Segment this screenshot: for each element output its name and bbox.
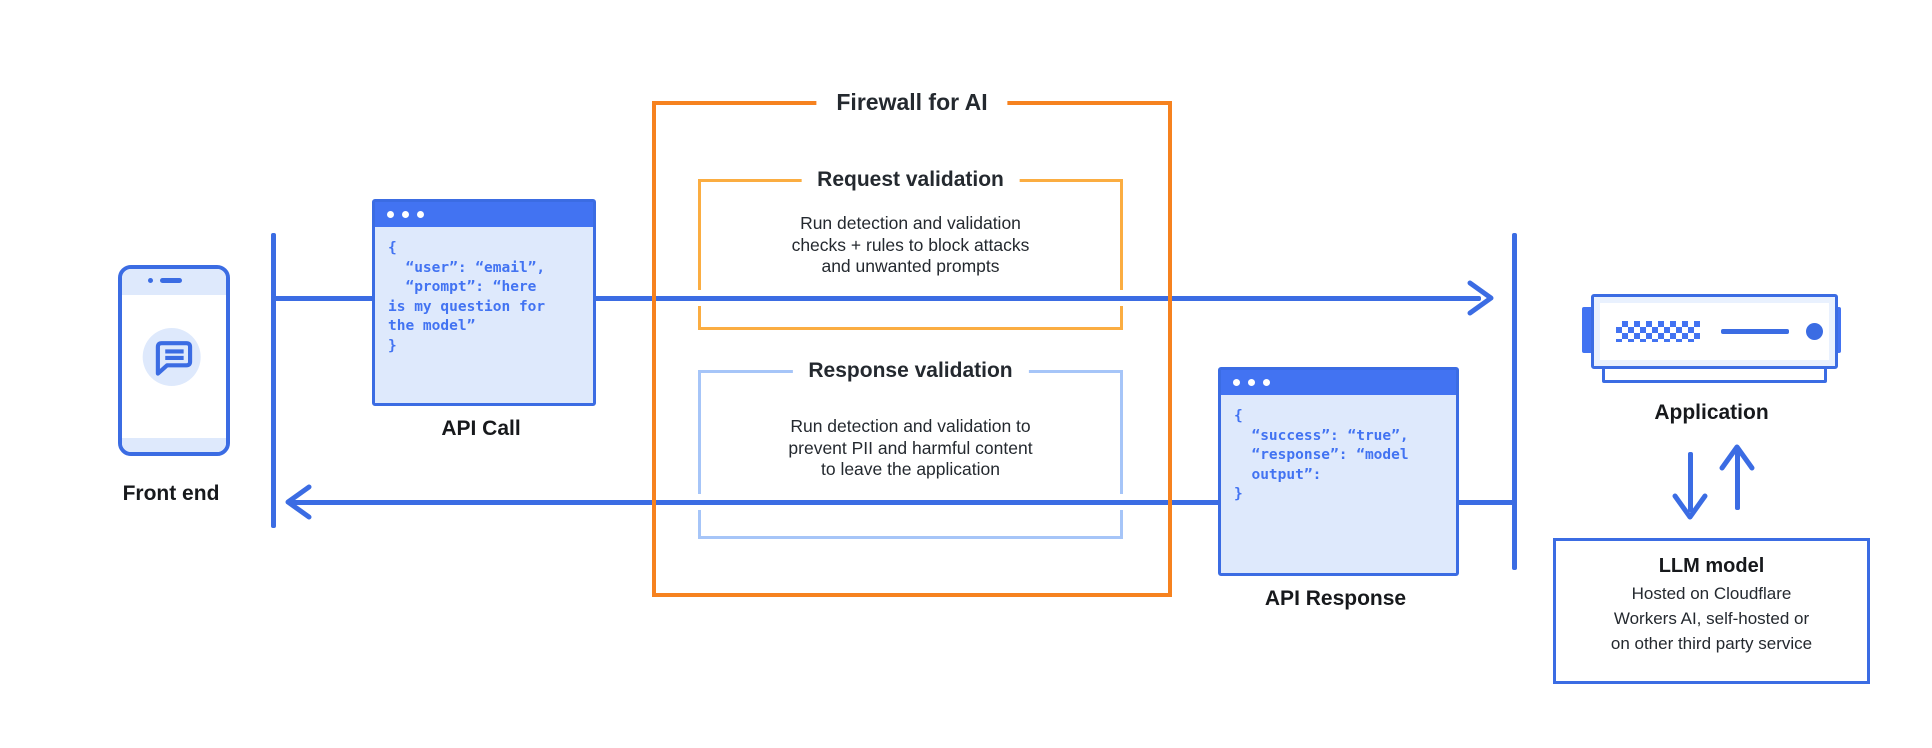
response-arrow-line [292, 500, 1514, 505]
request-arrowhead-right-icon [1467, 280, 1494, 316]
phone-camera-dot [148, 278, 153, 283]
api-response-titlebar [1221, 370, 1456, 395]
phone-bottom-band [122, 438, 226, 452]
server-front-panel [1600, 303, 1829, 360]
window-dot-icon [402, 211, 409, 218]
llm-to-app-arrowhead-up-icon [1719, 444, 1755, 471]
request-validation-bracket: Request validation Run detection and val… [698, 168, 1123, 330]
window-dot-icon [1263, 379, 1270, 386]
front-end-phone-icon [118, 265, 230, 456]
window-dot-icon [417, 211, 424, 218]
llm-model-title: LLM model [1658, 555, 1765, 577]
response-validation-description: Run detection and validation to prevent … [788, 416, 1033, 479]
response-arrowhead-left-icon [285, 484, 312, 520]
app-to-llm-arrowhead-down-icon [1672, 493, 1708, 520]
application-server-icon [1591, 294, 1838, 369]
application-boundary-bar [1512, 233, 1517, 570]
window-dot-icon [387, 211, 394, 218]
response-validation-bracket: Response validation Run detection and va… [698, 359, 1123, 539]
application-label: Application [1654, 401, 1769, 424]
request-arrow-line [273, 296, 1481, 301]
firewall-box: Firewall for AI [652, 89, 1172, 597]
server-side-tab-left [1582, 307, 1593, 353]
api-call-window: { “user”: “email”, “prompt”: “here is my… [372, 199, 596, 406]
server-slot-line-icon [1721, 329, 1789, 334]
front-end-boundary-bar [271, 233, 276, 528]
server-vent-pattern-icon [1616, 321, 1700, 342]
llm-model-box: LLM model Hosted on Cloudflare Workers A… [1553, 538, 1870, 684]
llm-model-description: Hosted on Cloudflare Workers AI, self-ho… [1610, 584, 1813, 653]
api-call-titlebar [375, 202, 593, 227]
app-to-llm-arrow-line [1688, 452, 1693, 512]
api-response-label: API Response [1264, 587, 1407, 610]
phone-speaker-area [122, 269, 226, 295]
window-dot-icon [1248, 379, 1255, 386]
llm-to-app-arrow-line [1735, 450, 1740, 510]
request-validation-description: Run detection and validation checks + ru… [791, 213, 1030, 276]
api-call-label: API Call [441, 417, 521, 440]
phone-speaker-dash [160, 278, 182, 283]
response-validation-title: Response validation [792, 359, 1029, 383]
api-response-window: { “success”: “true”, “response”: “model … [1218, 367, 1459, 576]
chat-bubble-badge [142, 328, 201, 386]
window-dot-icon [1233, 379, 1240, 386]
front-end-label: Front end [122, 482, 220, 505]
firewall-title: Firewall for AI [816, 89, 1008, 116]
server-power-dot-icon [1806, 323, 1823, 340]
api-call-code: { “user”: “email”, “prompt”: “here is my… [388, 240, 546, 354]
request-validation-title: Request validation [801, 168, 1020, 192]
chat-bubble-icon [155, 341, 193, 376]
api-response-code: { “success”: “true”, “response”: “model … [1234, 408, 1409, 502]
